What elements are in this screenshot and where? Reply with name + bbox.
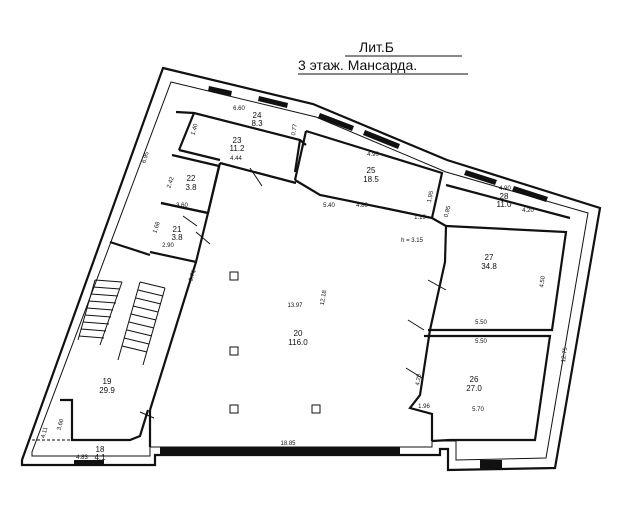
dimension: 4.90 (499, 186, 511, 192)
room-area: 116.0 (288, 338, 308, 347)
dimension: 12.18 (320, 289, 329, 305)
dimension: 3.60 (176, 203, 188, 209)
dimension: 4.90 (367, 152, 379, 158)
room-number: 28 (500, 192, 509, 201)
interior-walls (32, 110, 571, 447)
dimension: 4.20 (522, 208, 534, 214)
dimension: 4.50 (539, 275, 547, 288)
dimension: 3.60 (57, 418, 66, 431)
window-marks (74, 86, 548, 470)
dimension: 1.40 (190, 123, 200, 137)
wall-25-left (293, 130, 308, 181)
plan-subtitle: 3 этаж. Мансарда. (298, 57, 417, 73)
column (229, 404, 239, 414)
column (311, 404, 321, 414)
dimension-labels: 6.60 6.95 1.40 0.77 4.44 4.90 1.95 5.40 … (41, 106, 569, 461)
stairs (77, 279, 166, 366)
dimension: 4.11 (41, 426, 50, 439)
room-number: 23 (233, 136, 242, 145)
wall-23-right (293, 139, 302, 173)
dimension: 4.44 (230, 156, 242, 162)
room-number: 18 (96, 445, 105, 454)
room-number: 26 (470, 375, 479, 384)
room-area: 27.0 (466, 384, 482, 393)
dimension: 6.95 (141, 151, 151, 165)
column (229, 271, 239, 281)
room-area: 34.8 (481, 262, 497, 271)
dimension: 18.85 (280, 441, 296, 447)
room-area: 3.8 (185, 183, 197, 192)
dimension: 12.75 (561, 346, 569, 362)
room-number: 19 (103, 377, 112, 386)
dimension: h = 3.15 (401, 238, 424, 244)
dimension: 4.20 (415, 373, 423, 386)
dimension: 1.68 (152, 221, 162, 235)
dimension: 13.97 (287, 303, 303, 309)
wall-23-bottom (178, 148, 221, 162)
room-number: 24 (253, 111, 262, 120)
room-area: 18.5 (363, 175, 379, 184)
dimension: 5.40 (323, 203, 335, 209)
room-number: 20 (294, 329, 303, 338)
room-area: 29.9 (99, 386, 115, 395)
outer-walls (20, 66, 602, 472)
dimension: 2.42 (166, 176, 176, 190)
columns (229, 271, 321, 414)
room-number: 27 (485, 253, 494, 262)
dimension: 6.60 (233, 106, 245, 112)
room-number: 21 (173, 225, 182, 234)
dimension: 0.85 (444, 205, 453, 218)
room-area: 11.2 (230, 144, 246, 153)
dimension: 4.83 (76, 455, 88, 461)
room-area: 4.1 (94, 453, 106, 462)
dimension: 2.90 (162, 243, 174, 249)
dimension: 1.96 (418, 404, 430, 410)
dimension: 0.77 (291, 123, 299, 136)
dimension: 1.95 (427, 190, 435, 203)
wall-23-left (177, 112, 196, 151)
dimension: 5.50 (475, 320, 487, 326)
dimension: 9.71 (188, 269, 198, 283)
door-marks (139, 167, 447, 419)
plan-title: Лит.Б (359, 39, 394, 55)
dimension: 1.19 (414, 215, 426, 221)
wall-20-left (148, 261, 198, 411)
column (229, 346, 239, 356)
dimension: 5.70 (472, 407, 484, 413)
room-area: 11.0 (497, 200, 513, 209)
dimension: 4.80 (356, 203, 368, 209)
room-number: 25 (367, 166, 376, 175)
room-area: 8.3 (251, 119, 263, 128)
room-number: 22 (187, 174, 196, 183)
room-area: 3.8 (171, 233, 183, 242)
room-labels: 24 8.3 23 11.2 25 18.5 22 3.8 21 3.8 28 … (94, 111, 512, 462)
dimension: 5.50 (475, 339, 487, 345)
